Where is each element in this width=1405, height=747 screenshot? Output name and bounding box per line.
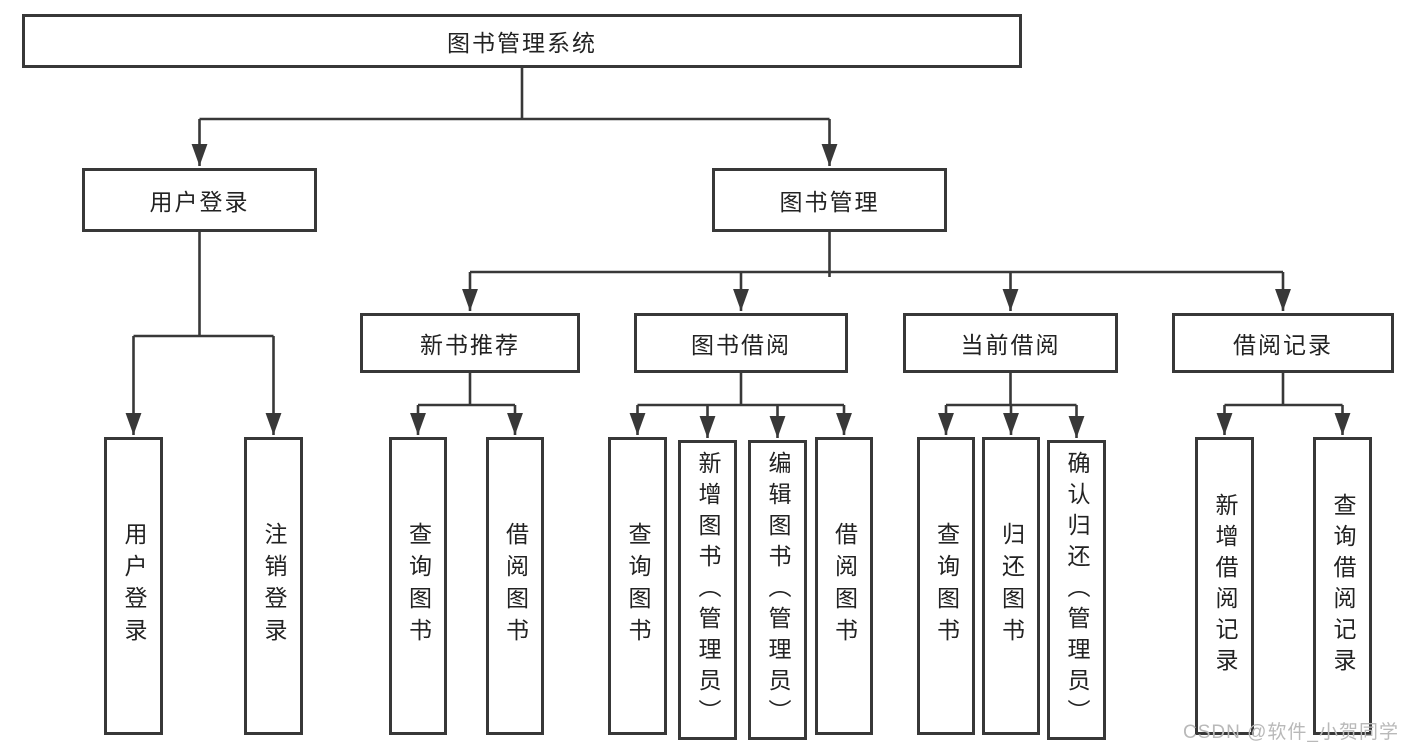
node-leaf-bb-add-books-admin: 新增图书（管理员） <box>678 440 737 740</box>
node-leaf-bb-edit-books-admin: 编辑图书（管理员） <box>748 440 807 740</box>
node-leaf-br-add-record: 新增借阅记录 <box>1195 437 1254 735</box>
node-new-book-recommendation: 新书推荐 <box>360 313 580 373</box>
node-leaf-bb-borrow-books: 借阅图书 <box>815 437 873 735</box>
node-root: 图书管理系统 <box>22 14 1022 68</box>
node-book-management: 图书管理 <box>712 168 947 232</box>
node-leaf-logout: 注销登录 <box>244 437 303 735</box>
node-leaf-cb-confirm-return-admin: 确认归还（管理员） <box>1047 440 1106 740</box>
node-leaf-cb-query-books: 查询图书 <box>917 437 975 735</box>
leaf-label: 查询图书 <box>405 522 432 650</box>
node-leaf-nbr-query-books: 查询图书 <box>389 437 447 735</box>
node-user-login: 用户登录 <box>82 168 317 232</box>
leaf-label: 新增借阅记录 <box>1212 493 1238 679</box>
node-leaf-cb-return-books: 归还图书 <box>982 437 1040 735</box>
node-leaf-nbr-borrow-books: 借阅图书 <box>486 437 544 735</box>
node-leaf-bb-query-books: 查询图书 <box>608 437 667 735</box>
node-book-borrowing: 图书借阅 <box>634 313 848 373</box>
leaf-label: 借阅图书 <box>831 522 858 650</box>
node-leaf-br-query-record: 查询借阅记录 <box>1313 437 1372 735</box>
leaf-label: 查询借阅记录 <box>1330 493 1356 679</box>
leaf-label: 编辑图书（管理员） <box>765 450 791 730</box>
leaf-label: 新增图书（管理员） <box>695 450 721 730</box>
leaf-label: 确认归还（管理员） <box>1064 450 1090 730</box>
leaf-label: 注销登录 <box>261 522 287 650</box>
node-leaf-user-login: 用户登录 <box>104 437 163 735</box>
leaf-label: 查询图书 <box>625 522 651 650</box>
leaf-label: 查询图书 <box>933 522 960 650</box>
node-borrowing-records: 借阅记录 <box>1172 313 1394 373</box>
leaf-label: 用户登录 <box>121 522 147 650</box>
csdn-watermark: CSDN @软件_小贺同学 <box>1183 722 1399 743</box>
leaf-label: 归还图书 <box>998 522 1025 650</box>
node-current-borrowing: 当前借阅 <box>903 313 1118 373</box>
leaf-label: 借阅图书 <box>502 522 529 650</box>
